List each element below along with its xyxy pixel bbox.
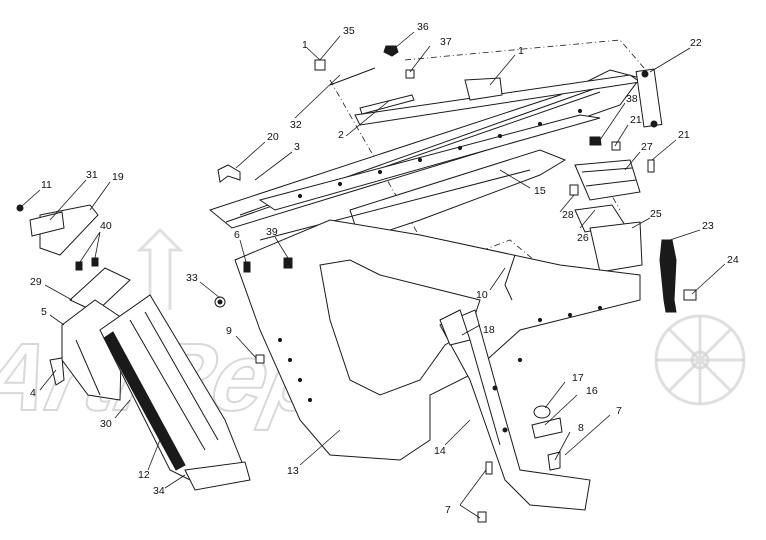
- callout-18: 18: [483, 324, 495, 336]
- clip-6: [243, 261, 251, 273]
- callout-39: 39: [266, 226, 278, 238]
- callout-22: 22: [690, 37, 702, 49]
- callout-29: 29: [30, 276, 42, 288]
- callout-1-right: 1: [518, 45, 524, 57]
- callout-7-lower: 7: [445, 504, 451, 516]
- callout-35: 35: [343, 25, 355, 37]
- running-board: [99, 294, 251, 491]
- bracket-16: [531, 417, 563, 439]
- callout-16: 16: [586, 385, 598, 397]
- bolt-7a: [485, 461, 493, 475]
- nut-36: [383, 45, 399, 57]
- callout-6: 6: [234, 229, 240, 241]
- mount-18: [439, 309, 471, 346]
- bolt-21b: [647, 159, 655, 173]
- bolt-21a: [611, 141, 621, 151]
- callout-32: 32: [290, 119, 302, 131]
- callout-36: 36: [417, 21, 429, 33]
- callout-40: 40: [100, 220, 112, 232]
- callout-20: 20: [267, 131, 279, 143]
- callout-2: 2: [338, 129, 344, 141]
- plate-31: [29, 211, 65, 237]
- callout-31: 31: [86, 169, 98, 181]
- end-cap-34: [184, 461, 251, 491]
- grommet-33-center: [217, 299, 223, 305]
- cover-plate: [464, 77, 503, 101]
- panel-holes: [277, 305, 603, 403]
- callout-34: 34: [153, 485, 165, 497]
- callout-15: 15: [534, 185, 546, 197]
- callout-4: 4: [30, 387, 36, 399]
- rivet-35: [314, 59, 326, 71]
- callout-14: 14: [434, 445, 446, 457]
- rear-rail-assembly: [208, 69, 642, 241]
- hitch-plate-14: [439, 309, 591, 511]
- callout-28: 28: [562, 209, 574, 221]
- callout-13: 13: [287, 465, 299, 477]
- bracket-20: [217, 164, 241, 183]
- leader-lines: [21, 31, 726, 519]
- callout-19: 19: [112, 171, 124, 183]
- callout-labels: 35 36 37 1 1 22 32 2 38 21 21 20 3 27 15…: [30, 21, 739, 516]
- strut-22: [635, 68, 663, 128]
- fasteners-top: [314, 45, 655, 173]
- callout-30: 30: [100, 418, 112, 430]
- latch-4: [49, 357, 65, 386]
- callout-5: 5: [41, 306, 47, 318]
- bracket-group-19: [16, 204, 99, 256]
- callout-10: 10: [476, 289, 488, 301]
- callout-21-lower: 21: [678, 129, 690, 141]
- callout-23: 23: [702, 220, 714, 232]
- callout-17: 17: [572, 372, 584, 384]
- side-rail-strip: [258, 114, 601, 211]
- callout-24: 24: [727, 254, 739, 266]
- callout-7-right: 7: [616, 405, 622, 417]
- housing-25: [589, 221, 643, 273]
- nut-38: [589, 136, 602, 146]
- body-panel-13: [234, 219, 641, 461]
- callout-38: 38: [626, 93, 638, 105]
- cable-10: [504, 254, 516, 301]
- taillight-27: [574, 159, 641, 201]
- callout-9: 9: [226, 325, 232, 337]
- screw-9: [255, 354, 265, 364]
- clip-39: [283, 257, 293, 269]
- bolt-7b: [477, 511, 487, 523]
- handle-23: [659, 239, 697, 313]
- bolt-40b: [91, 257, 99, 267]
- callout-33: 33: [186, 272, 198, 284]
- bolt-40a: [75, 261, 83, 271]
- callout-37: 37: [440, 36, 452, 48]
- callout-27: 27: [641, 141, 653, 153]
- callout-25: 25: [650, 208, 662, 220]
- rail-holes: [297, 108, 583, 199]
- callout-1-left: 1: [302, 39, 308, 51]
- small-strap: [359, 94, 415, 115]
- small-parts: [75, 254, 563, 523]
- callout-21-upper: 21: [630, 114, 642, 126]
- cap-17: [533, 405, 551, 419]
- knob-24: [683, 289, 697, 301]
- callout-8: 8: [578, 422, 584, 434]
- callout-12: 12: [138, 469, 150, 481]
- screw-11: [16, 204, 24, 212]
- callout-26: 26: [577, 232, 589, 244]
- bolt-37: [405, 69, 415, 79]
- tread-strip-30: [103, 331, 186, 471]
- callout-3: 3: [294, 141, 300, 153]
- screw-28: [569, 184, 579, 196]
- callout-11: 11: [41, 179, 52, 191]
